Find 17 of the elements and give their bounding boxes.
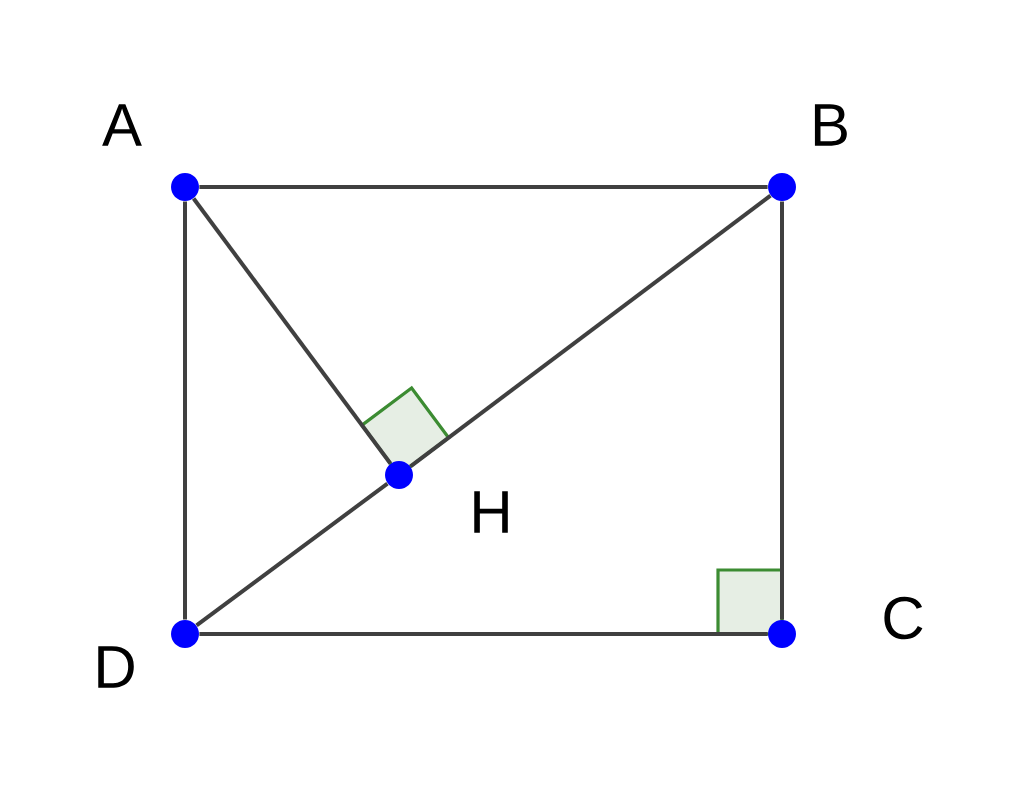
- point-label: H: [474, 491, 508, 533]
- point-dot: [385, 461, 413, 489]
- point-label: A: [102, 104, 142, 146]
- line-segment: [195, 481, 389, 627]
- line-segment: [409, 194, 772, 468]
- point-label: D: [98, 646, 134, 688]
- line-segment: [183, 201, 187, 620]
- point-dot: [768, 620, 796, 648]
- point-label: C: [884, 596, 923, 640]
- line-segment: [199, 185, 768, 189]
- point-dot: [171, 620, 199, 648]
- line-segment: [780, 201, 784, 620]
- line-segment: [199, 632, 768, 636]
- point-label: B: [814, 104, 847, 146]
- point-dot: [171, 173, 199, 201]
- point-dot: [768, 173, 796, 201]
- line-segment: [192, 197, 393, 465]
